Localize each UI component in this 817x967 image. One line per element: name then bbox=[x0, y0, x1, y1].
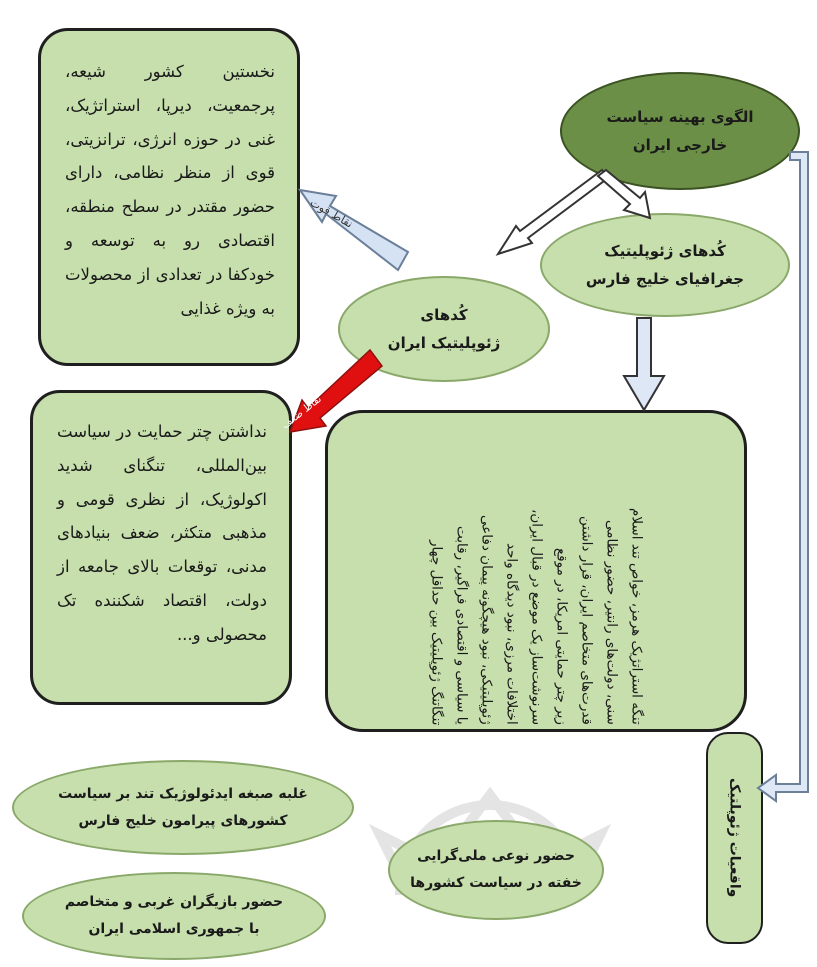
arrow-pattern-to-iran bbox=[495, 168, 610, 256]
ideology-line2: کشورهای پیرامون خلیج فارس bbox=[78, 812, 288, 829]
iran-line2: ژئوپلیتیک ایران bbox=[387, 334, 501, 352]
vertical-text-line: سنی، دولت‌های رانتیر، حضور نظامی bbox=[603, 520, 620, 725]
geopolitical-realities-box: واقعیات ژئوپلتیک bbox=[706, 732, 763, 944]
arrow-gulf-to-realities bbox=[622, 317, 666, 412]
actors-line1: حضور بازیگران غربی و متخاصم bbox=[64, 894, 284, 911]
vertical-text-line: یا سیاسی و اقتصادی فراگیر، رقابت bbox=[453, 526, 470, 725]
vertical-text-line: قدرت‌های متخاصم ایران، قرار داشتن bbox=[578, 516, 595, 725]
vertical-text-line: ژئوپلیتیکی، نبود هیچگونه پیمان دفاعی bbox=[478, 515, 495, 725]
gulf-realities-text: تنگه استراتژیک هرمز، خواص تند اسلام سنی، … bbox=[424, 417, 649, 725]
nationalism-line1: حضور نوعی ملی‌گرایی bbox=[417, 848, 575, 865]
gulf-codes-node: کُدهای ژئوپلیتیک جغرافیای خلیج فارس bbox=[540, 213, 790, 317]
vertical-text-line: تنگاتنگ ژئوپلیتیک بین حداقل چهار bbox=[428, 539, 445, 725]
gulf-line1: کُدهای ژئوپلیتیک bbox=[604, 241, 726, 260]
strengths-box: نخستین کشور شیعه، پرجمعیت، دیرپا، استرات… bbox=[38, 28, 300, 366]
weaknesses-box: نداشتن چتر حمایت در سیاست بین‌المللی، تن… bbox=[30, 390, 292, 705]
vertical-text-line: اختلافات مرزی، نبود دیدگاه واحد bbox=[503, 543, 520, 725]
nationalism-line2: خفته در سیاست کشورها bbox=[410, 875, 582, 891]
nationalism-node: حضور نوعی ملی‌گرایی خفته در سیاست کشورها bbox=[388, 820, 604, 920]
pattern-line1: الگوی بهینه سیاست bbox=[606, 107, 754, 126]
iran-line1: کُدهای bbox=[420, 305, 468, 324]
strengths-arrow bbox=[297, 188, 410, 272]
vertical-text-line: سرنوشت‌ساز یک موضع در قبال ایران، bbox=[528, 508, 545, 725]
strengths-text: نخستین کشور شیعه، پرجمعیت، دیرپا، استرات… bbox=[65, 62, 275, 318]
connector-pattern-to-realities bbox=[756, 151, 809, 803]
weaknesses-text: نداشتن چتر حمایت در سیاست بین‌المللی، تن… bbox=[57, 422, 267, 644]
vertical-text-line: زیر چتر حمایتی امریکا، در موقع bbox=[553, 548, 570, 725]
realities-label: واقعیات ژئوپلتیک bbox=[726, 778, 743, 898]
gulf-realities-box: تنگه استراتژیک هرمز، خواص تند اسلام سنی، … bbox=[325, 410, 747, 732]
weaknesses-arrow bbox=[288, 348, 384, 433]
pattern-line2: خارجی ایران bbox=[632, 136, 728, 154]
actors-line2: با جمهوری اسلامی ایران bbox=[88, 921, 260, 937]
actors-node: حضور بازیگران غربی و متخاصم با جمهوری اس… bbox=[22, 872, 326, 960]
arrow-pattern-to-gulf bbox=[596, 168, 652, 220]
gulf-line2: جغرافیای خلیج فارس bbox=[585, 270, 745, 288]
vertical-text-line: تنگه استراتژیک هرمز، خواص تند اسلام bbox=[628, 508, 645, 725]
ideology-line1: غلبه صبغه ایدئولوژیک تند بر سیاست bbox=[58, 785, 308, 802]
ideology-node: غلبه صبغه ایدئولوژیک تند بر سیاست کشورها… bbox=[12, 760, 354, 855]
